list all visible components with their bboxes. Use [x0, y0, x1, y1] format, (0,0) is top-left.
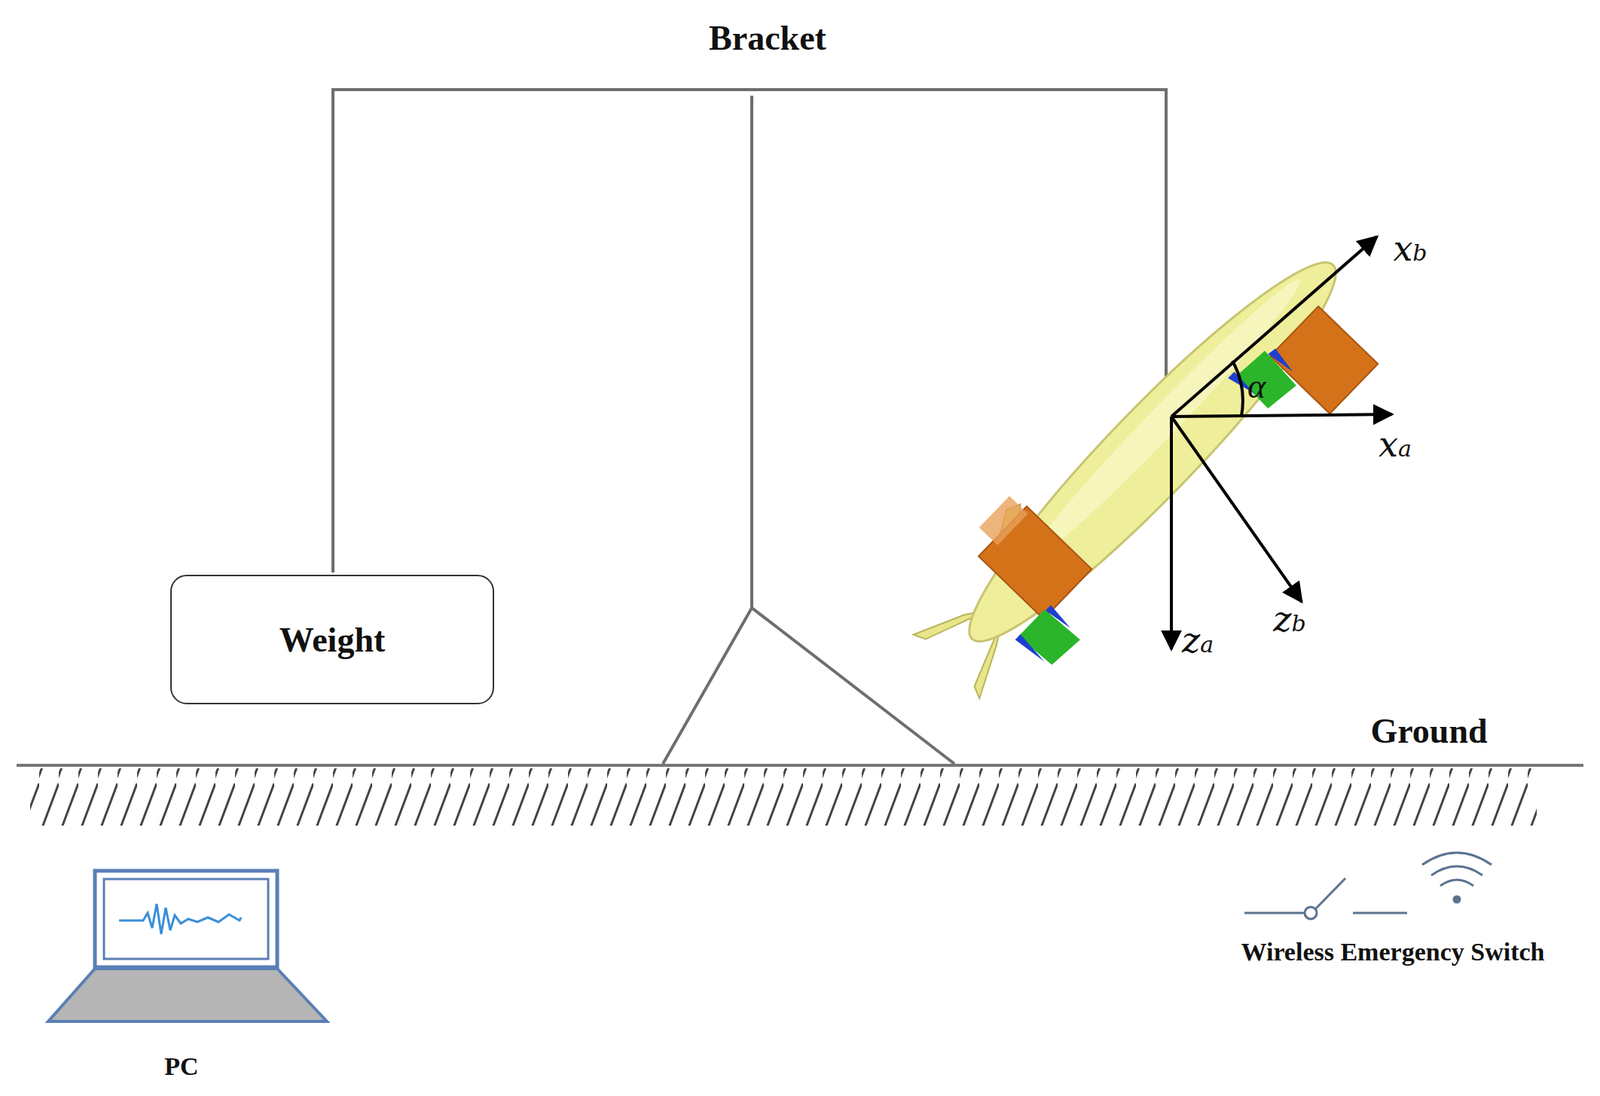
- axis-label: zb: [1273, 601, 1306, 637]
- weight-box: Weight: [170, 574, 495, 705]
- box-label: Weight: [279, 619, 386, 660]
- axis-label: za: [1181, 622, 1214, 658]
- ground-hatching: [30, 768, 1537, 826]
- ground-line: [16, 763, 1584, 767]
- switch-label: Wireless Emergency Switch: [1241, 937, 1546, 967]
- angle-label: α: [1247, 366, 1266, 407]
- coordinate-axes: [1171, 236, 1393, 650]
- axis-label: xa: [1378, 427, 1412, 462]
- angle-arc: [1232, 360, 1243, 416]
- wireless-switch-symbol: [1244, 852, 1492, 920]
- pc-icon: [48, 870, 327, 1022]
- pc-label: PC: [164, 1052, 199, 1081]
- aircraft-model: [894, 214, 1406, 736]
- ground-label: Ground: [1370, 711, 1488, 752]
- bracket-label: Bracket: [708, 18, 827, 59]
- axis-label: xb: [1392, 231, 1427, 266]
